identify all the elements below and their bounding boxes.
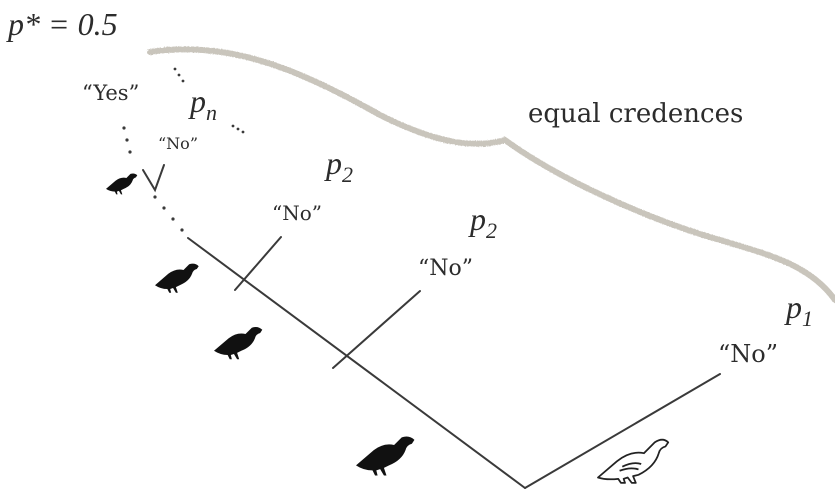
top-v-branch	[142, 164, 165, 193]
equal-credences-label: equal credences	[528, 99, 743, 129]
black-bird-icon	[155, 263, 199, 293]
yes-label: “Yes”	[82, 81, 139, 105]
black-bird-icon	[356, 436, 415, 476]
threshold-label: p* = 0.5	[6, 6, 118, 42]
white-bird-icon	[597, 438, 670, 484]
no-label-3: “No”	[418, 256, 473, 281]
p2-upper-label: p2	[324, 145, 353, 187]
main-branch-line	[187, 237, 526, 489]
branch-no-3	[332, 290, 421, 369]
black-bird-icon	[214, 327, 263, 360]
p1-label: p1	[784, 289, 813, 331]
no-label-2: “No”	[272, 201, 322, 225]
equal-credences-curve	[147, 46, 835, 303]
no-label-1: “No”	[718, 340, 778, 368]
no-label-top: “No”	[158, 134, 198, 153]
pn-label: pn	[188, 83, 217, 125]
p2-lower-label: p2	[468, 201, 497, 243]
black-bird-icon	[106, 173, 138, 195]
right-branch-line	[524, 373, 721, 489]
branch-no-2	[234, 236, 282, 291]
ellipsis-dots	[122, 67, 245, 232]
